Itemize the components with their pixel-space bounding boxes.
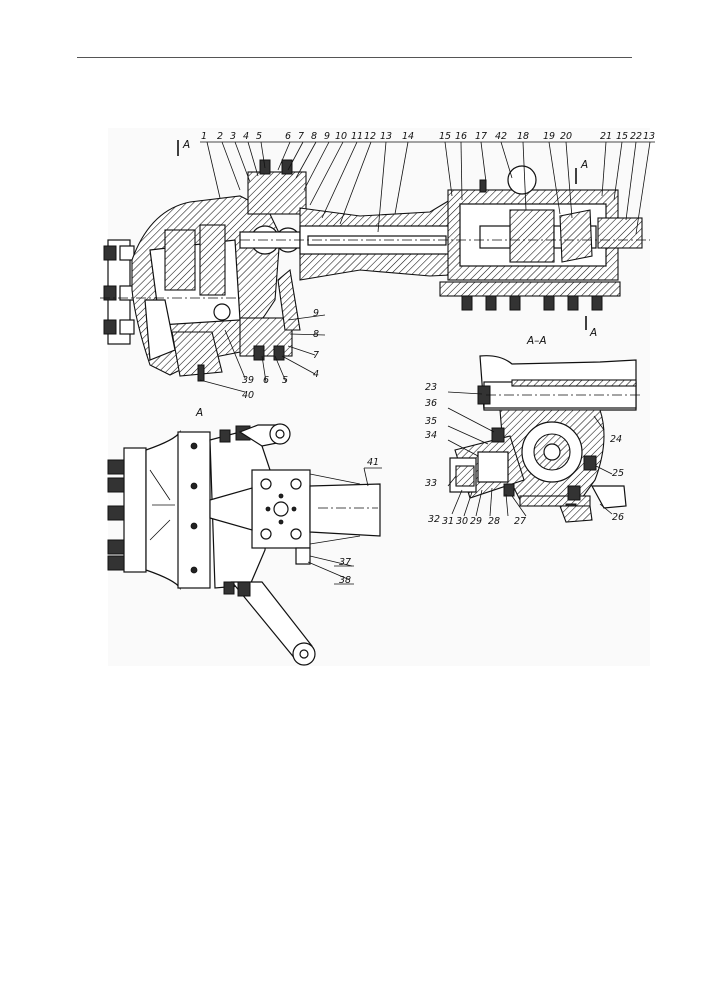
section-bracket <box>590 485 627 509</box>
callout-25: 25 <box>612 468 624 479</box>
view-a-reducer-body <box>177 431 211 589</box>
callout-20: 20 <box>560 131 572 142</box>
callout-32: 32 <box>428 514 440 525</box>
main-section-view: A <box>100 131 655 401</box>
callout-40: 40 <box>242 390 254 401</box>
callout-4b: 4 <box>313 369 319 380</box>
planet-gear <box>164 229 196 291</box>
callout-42: 42 <box>495 131 507 142</box>
upper-pivot-housing <box>247 171 307 215</box>
pivot-callouts: 9 8 7 4 5 6 <box>261 308 326 386</box>
view-a-bleeder <box>295 547 311 565</box>
section-title: A–A <box>526 335 547 347</box>
callout-8: 8 <box>311 131 317 142</box>
callout-31: 31 <box>442 516 454 527</box>
half-shaft <box>307 235 447 246</box>
top-callouts: 1 2 3 4 5 6 7 8 9 10 11 12 13 14 15 16 1… <box>201 131 655 142</box>
callout-2: 2 <box>217 131 223 142</box>
drain-plug <box>197 364 205 382</box>
ring-gear <box>559 209 593 263</box>
callout-24: 24 <box>610 434 622 445</box>
carrier-cover <box>439 281 621 297</box>
header-rule <box>77 57 632 58</box>
steering-pin <box>213 303 231 321</box>
callout-39: 39 <box>242 375 254 386</box>
callout-13: 13 <box>380 131 392 142</box>
section-mark-top: A <box>580 159 588 171</box>
callout-5b: 5 <box>282 375 288 386</box>
callout-4: 4 <box>243 131 249 142</box>
callout-33: 33 <box>425 478 437 489</box>
output-flange <box>597 217 643 249</box>
main-view-marker: A <box>182 139 190 151</box>
callout-36: 36 <box>425 398 437 409</box>
callout-9b: 9 <box>313 308 319 319</box>
view-a-pivot-bolts <box>260 478 302 540</box>
breather <box>479 179 487 193</box>
view-a: A <box>107 407 382 666</box>
callout-7: 7 <box>298 131 304 142</box>
callout-23: 23 <box>425 382 437 393</box>
callout-30: 30 <box>456 516 468 527</box>
callout-7b: 7 <box>313 350 319 361</box>
callout-14: 14 <box>402 131 414 142</box>
callout-17: 17 <box>475 131 487 142</box>
axle-web <box>277 268 301 331</box>
differential-case <box>509 209 555 263</box>
view-a-hub-cover <box>145 429 181 591</box>
callout-26: 26 <box>612 512 624 523</box>
section-leaders <box>447 391 613 517</box>
carrier-bolts <box>461 295 603 311</box>
callout-15b: 15 <box>616 131 628 142</box>
top-leaders <box>200 141 655 235</box>
callout-10: 10 <box>335 131 347 142</box>
view-a-studs <box>107 459 125 571</box>
callout-15: 15 <box>439 131 451 142</box>
section-mark-bottom: A <box>589 327 597 339</box>
callout-5: 5 <box>256 131 262 142</box>
callout-11: 11 <box>351 131 363 142</box>
callout-21: 21 <box>600 131 612 142</box>
callout-22: 22 <box>630 131 642 142</box>
callout-1: 1 <box>201 131 207 142</box>
view-a-title: A <box>195 407 203 419</box>
callout-19: 19 <box>543 131 555 142</box>
callout-28: 28 <box>488 516 500 527</box>
callout-6: 6 <box>285 131 291 142</box>
callout-8b: 8 <box>313 329 319 340</box>
callout-37: 37 <box>339 557 351 568</box>
bottom-callouts: 39 40 <box>199 329 254 401</box>
callout-12: 12 <box>364 131 376 142</box>
callout-35: 35 <box>425 416 437 427</box>
callout-38: 38 <box>339 575 351 586</box>
view-a-axle-tube <box>309 483 381 537</box>
callout-34: 34 <box>425 430 437 441</box>
section-a-a: A–A <box>425 335 640 527</box>
callout-29: 29 <box>470 516 482 527</box>
callout-9: 9 <box>324 131 330 142</box>
callout-41: 41 <box>367 457 379 468</box>
callout-18: 18 <box>517 131 529 142</box>
callout-13b: 13 <box>643 131 655 142</box>
callout-27: 27 <box>514 516 526 527</box>
callout-3: 3 <box>230 131 236 142</box>
callout-6b: 6 <box>263 375 269 386</box>
callout-16: 16 <box>455 131 467 142</box>
breather-boss <box>507 165 537 195</box>
sun-gear <box>199 224 226 296</box>
view-a-rim-bolts <box>190 442 198 574</box>
lower-knuckle <box>171 331 223 377</box>
wheel-studs <box>103 245 135 335</box>
